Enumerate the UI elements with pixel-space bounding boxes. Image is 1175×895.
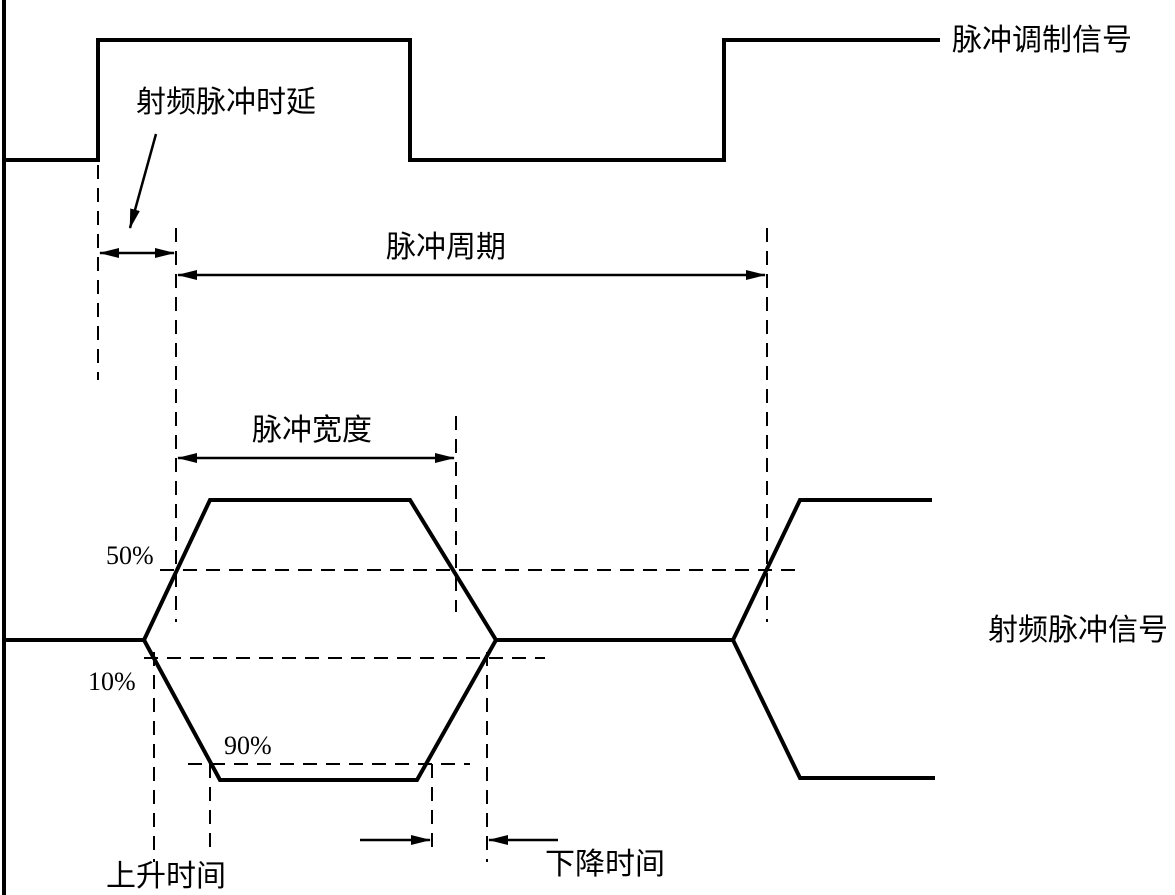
pulse-width-label: 脉冲宽度 [252, 413, 372, 448]
level-50-label: 50% [106, 541, 154, 570]
rf-pulse-upper-envelope [4, 498, 932, 642]
level-10-label: 10% [88, 667, 136, 696]
pulse-modulation-signal-label: 脉冲调制信号 [952, 23, 1132, 58]
rf-pulse-delay-label: 射频脉冲时延 [136, 85, 316, 120]
pulse-period-label: 脉冲周期 [386, 230, 506, 265]
rf-pulse-signal-label: 射频脉冲信号 [988, 613, 1168, 648]
delay-pointer-arrow [128, 133, 158, 229]
fall-time-label: 下降时间 [545, 847, 665, 882]
rf-pulse-lower-envelope [142, 639, 498, 782]
pulse-modulation-waveform [4, 38, 940, 162]
rise-time-label: 上升时间 [106, 859, 226, 894]
level-90-label: 90% [224, 731, 272, 760]
rf-pulse-lower-envelope-2 [731, 639, 935, 780]
